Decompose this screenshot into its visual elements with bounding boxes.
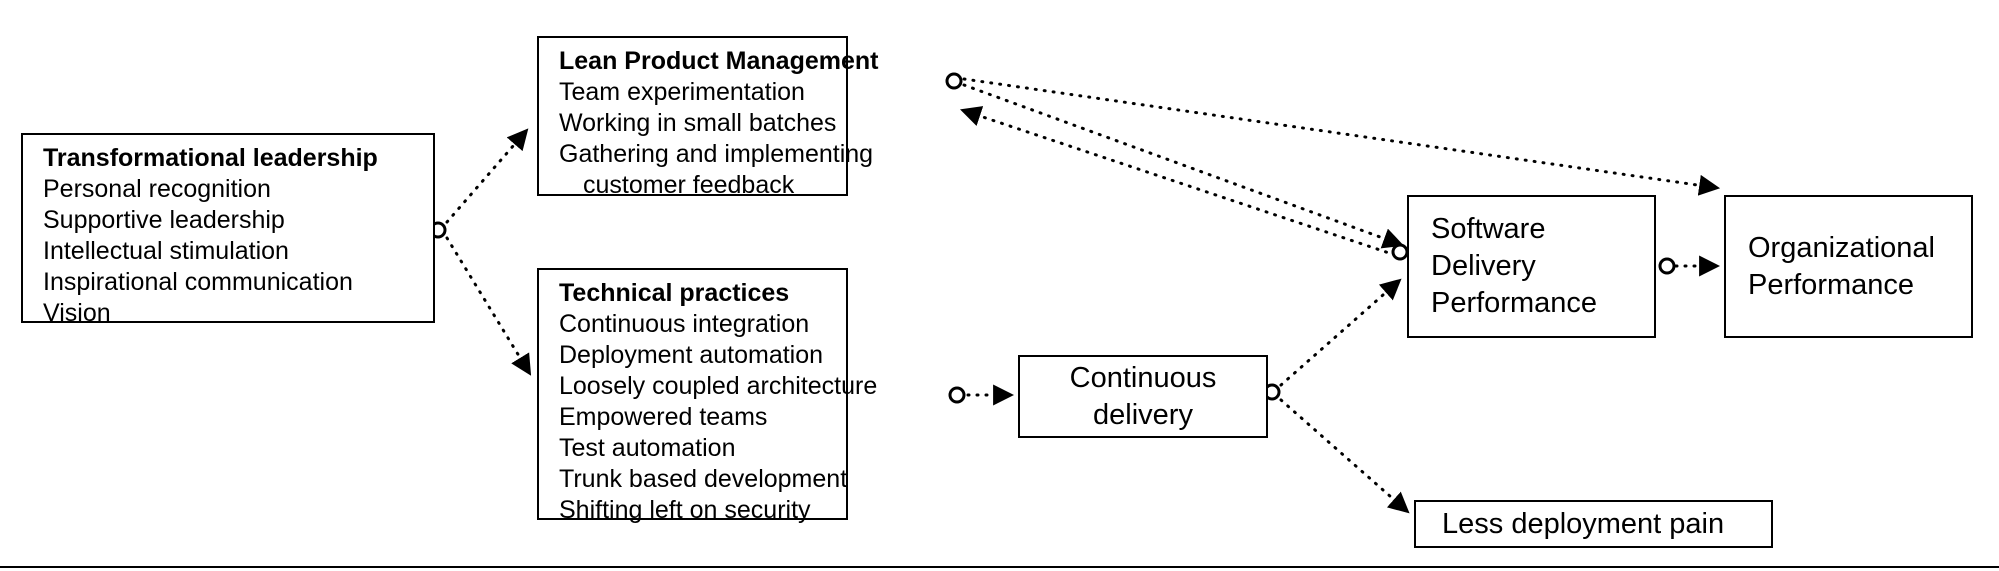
edge-tl-to-tech	[445, 236, 532, 376]
node-label: Organizational Performance	[1748, 231, 1935, 301]
node-item: Supportive leadership	[43, 206, 285, 234]
node-item: Inspirational communication	[43, 268, 353, 296]
edge-lpm-to-op	[962, 77, 1721, 196]
node-lean-product-management[interactable]: Lean Product Management Team experimenta…	[537, 36, 879, 199]
node-item: Test automation	[559, 434, 736, 462]
connector-dot-sdp-right	[1658, 257, 1676, 275]
node-software-delivery-performance[interactable]: Software Delivery Performance	[1407, 195, 1656, 338]
node-title: Lean Product Management	[559, 47, 879, 75]
node-title: Technical practices	[559, 279, 790, 307]
edge-lpm-to-sdp	[962, 83, 1404, 249]
connector-dot-tech	[948, 386, 966, 404]
node-transformational-leadership[interactable]: Transformational leadership Personal rec…	[21, 133, 435, 327]
bottom-divider	[0, 566, 1999, 568]
edge-sdp-to-lpm	[960, 106, 1397, 257]
node-item: Trunk based development	[559, 465, 848, 493]
node-item: Vision	[43, 299, 111, 327]
node-item: Personal recognition	[43, 175, 271, 203]
node-technical-practices[interactable]: Technical practices Continuous integrati…	[537, 268, 878, 524]
node-item: Team experimentation	[559, 78, 805, 106]
node-label: Less deployment pain	[1442, 507, 1725, 540]
node-item: Shifting left on security	[559, 496, 811, 524]
node-label: Continuous delivery	[1069, 361, 1217, 431]
node-label: Software Delivery Performance	[1431, 213, 1598, 319]
node-item: Empowered teams	[559, 403, 768, 431]
node-organizational-performance[interactable]: Organizational Performance	[1724, 195, 1973, 338]
node-continuous-delivery[interactable]: Continuous delivery	[1018, 355, 1268, 438]
edge-tl-to-lpm	[445, 128, 529, 224]
node-item: Gathering and implementing	[559, 140, 874, 168]
node-item: Deployment automation	[559, 341, 824, 369]
node-title: Transformational leadership	[43, 144, 378, 172]
connector-dot-sdp-left	[1391, 243, 1409, 261]
connector-dot-lpm	[945, 72, 963, 90]
node-item: Loosely coupled architecture	[559, 372, 878, 400]
node-item: customer feedback	[583, 171, 795, 199]
node-item: Working in small batches	[559, 109, 837, 137]
edge-cd-to-ldp	[1279, 398, 1410, 514]
edge-cd-to-sdp	[1279, 278, 1402, 387]
node-item: Continuous integration	[559, 310, 810, 338]
node-less-deployment-pain[interactable]: Less deployment pain	[1414, 500, 1773, 548]
node-item: Intellectual stimulation	[43, 237, 289, 265]
